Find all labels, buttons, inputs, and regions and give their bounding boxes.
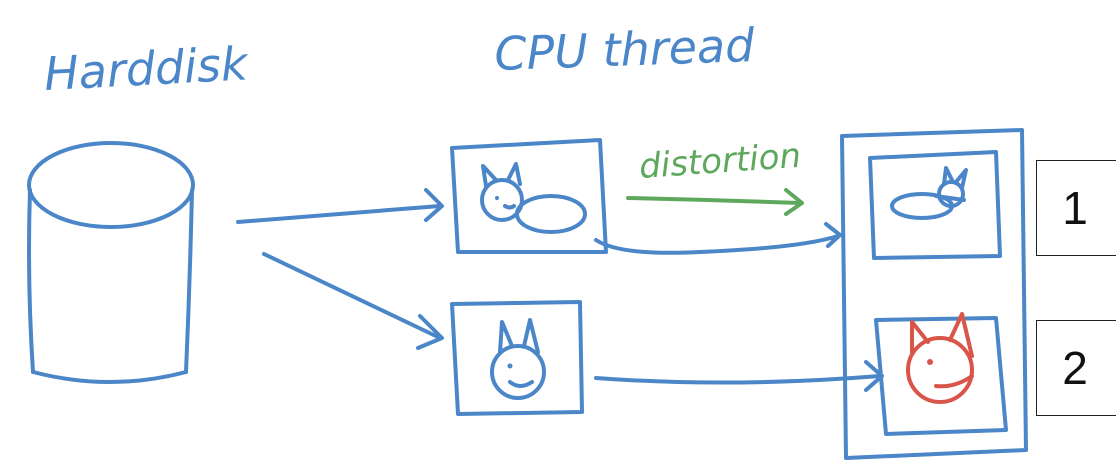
cat-face-icon (490, 318, 546, 400)
cat-lying-icon (480, 162, 587, 234)
queue-slot-number-2: 2 (1036, 320, 1116, 416)
queue-slot-frame-1 (868, 150, 1002, 260)
load-arrow-bottom (262, 252, 444, 350)
load-arrow-top (236, 188, 444, 224)
harddisk-title: Harddisk (43, 36, 251, 101)
queue-slot-frame-2 (874, 312, 1008, 436)
cat-red-icon (906, 312, 974, 404)
cpu-image-frame-2 (450, 300, 584, 416)
queue-arrow-top (594, 222, 842, 255)
queue-container (840, 128, 1028, 460)
harddisk-cylinder (27, 141, 195, 384)
queue-slot-number-1-text: 1 (1062, 182, 1088, 234)
cat-distorted-icon (890, 166, 968, 220)
queue-slot-number-2-text: 2 (1062, 342, 1088, 394)
cpu-image-frame-1 (450, 138, 608, 254)
distortion-arrow (626, 188, 804, 216)
queue-arrow-bottom (594, 360, 884, 392)
distortion-label: distortion (638, 136, 802, 187)
queue-slot-number-1: 1 (1036, 160, 1116, 256)
cpu-thread-title: CPU thread (493, 18, 755, 81)
